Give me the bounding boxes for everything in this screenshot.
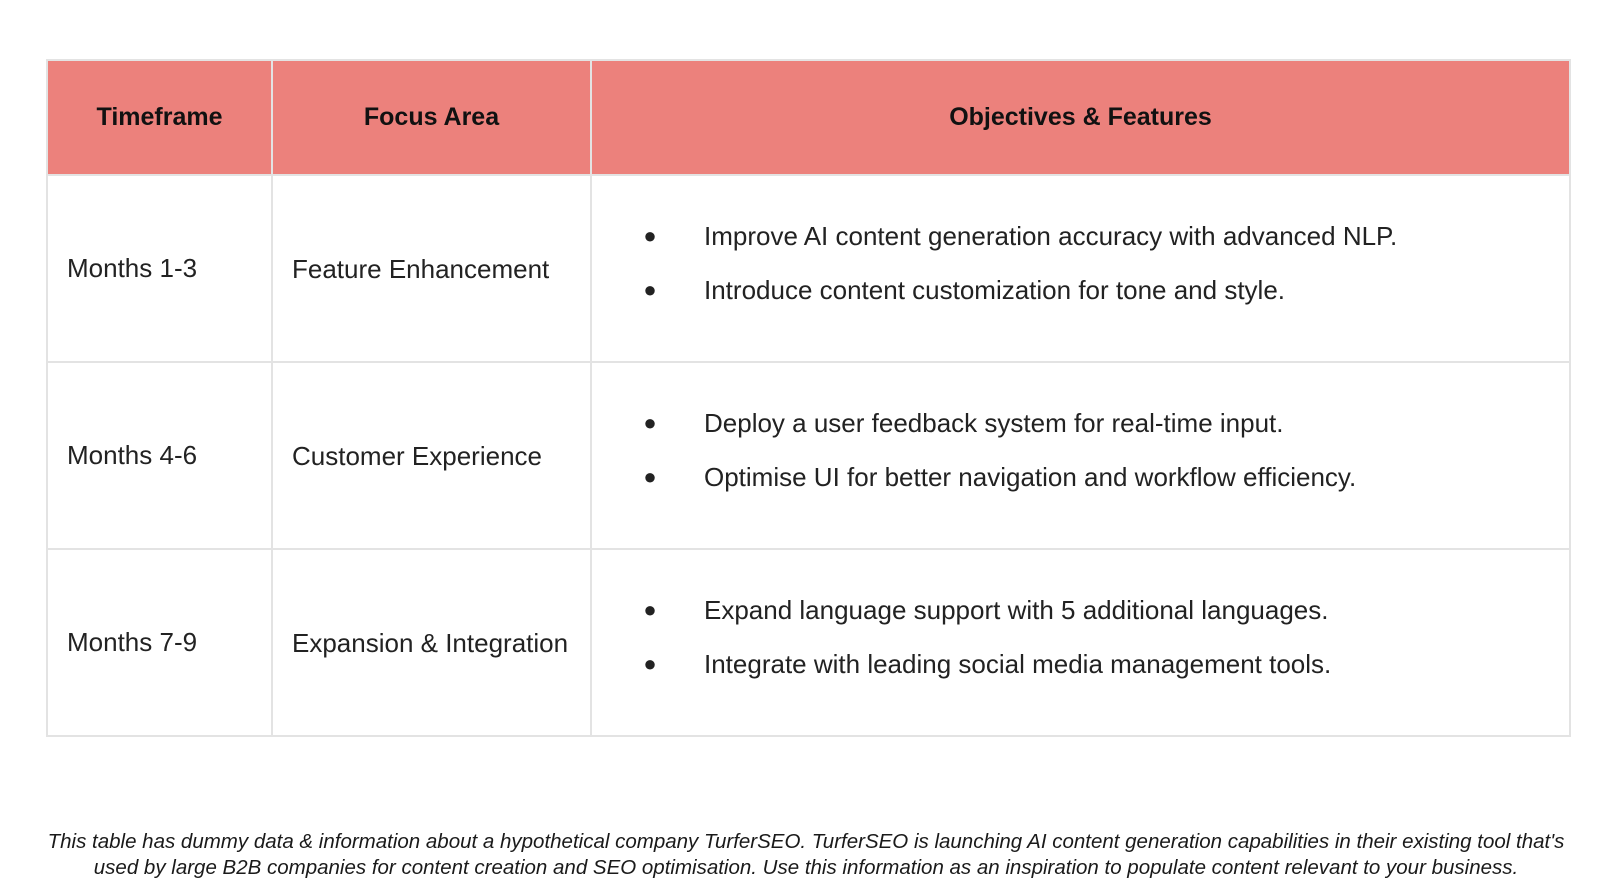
objectives-cell: ● Expand language support with 5 additio… — [590, 548, 1571, 737]
bullet-icon: ● — [643, 276, 657, 302]
bullet-icon: ● — [643, 222, 657, 248]
objective-item: ● Deploy a user feedback system for real… — [640, 396, 1569, 450]
table-row: Months 1-3 Feature Enhancement ● Improve… — [46, 174, 1571, 363]
objective-item: ● Improve AI content generation accuracy… — [640, 209, 1569, 263]
objective-item: ● Optimise UI for better navigation and … — [640, 450, 1569, 504]
focus-area-cell: Expansion & Integration — [271, 548, 592, 737]
focus-area-cell: Customer Experience — [271, 361, 592, 550]
bullet-icon: ● — [643, 596, 657, 622]
objective-text: Improve AI content generation accuracy w… — [704, 220, 1398, 251]
objective-item: ● Integrate with leading social media ma… — [640, 637, 1569, 691]
objectives-cell: ● Improve AI content generation accuracy… — [590, 174, 1571, 363]
table-row: Months 4-6 Customer Experience ● Deploy … — [46, 361, 1571, 550]
timeframe-cell: Months 7-9 — [46, 548, 273, 737]
header-objectives: Objectives & Features — [590, 59, 1571, 176]
footnote: This table has dummy data & information … — [47, 829, 1565, 879]
bullet-icon: ● — [643, 409, 657, 435]
objective-item: ● Introduce content customization for to… — [640, 263, 1569, 317]
bullet-icon: ● — [643, 463, 657, 489]
objective-text: Introduce content customization for tone… — [704, 274, 1286, 305]
header-focus-area: Focus Area — [271, 59, 592, 176]
objective-text: Expand language support with 5 additiona… — [704, 594, 1329, 625]
objectives-list: ● Expand language support with 5 additio… — [592, 583, 1569, 703]
objective-text: Optimise UI for better navigation and wo… — [704, 461, 1357, 492]
objectives-list: ● Improve AI content generation accuracy… — [592, 209, 1569, 329]
bullet-icon: ● — [643, 650, 657, 676]
timeframe-cell: Months 4-6 — [46, 361, 273, 550]
header-row: Timeframe Focus Area Objectives & Featur… — [46, 59, 1571, 176]
objective-text: Deploy a user feedback system for real-t… — [704, 407, 1284, 438]
focus-area-cell: Feature Enhancement — [271, 174, 592, 363]
roadmap-table: Timeframe Focus Area Objectives & Featur… — [46, 59, 1571, 737]
objectives-cell: ● Deploy a user feedback system for real… — [590, 361, 1571, 550]
timeframe-cell: Months 1-3 — [46, 174, 273, 363]
objective-text: Integrate with leading social media mana… — [704, 648, 1332, 679]
objectives-list: ● Deploy a user feedback system for real… — [592, 396, 1569, 516]
table-row: Months 7-9 Expansion & Integration ● Exp… — [46, 548, 1571, 737]
objective-item: ● Expand language support with 5 additio… — [640, 583, 1569, 637]
header-timeframe: Timeframe — [46, 59, 273, 176]
